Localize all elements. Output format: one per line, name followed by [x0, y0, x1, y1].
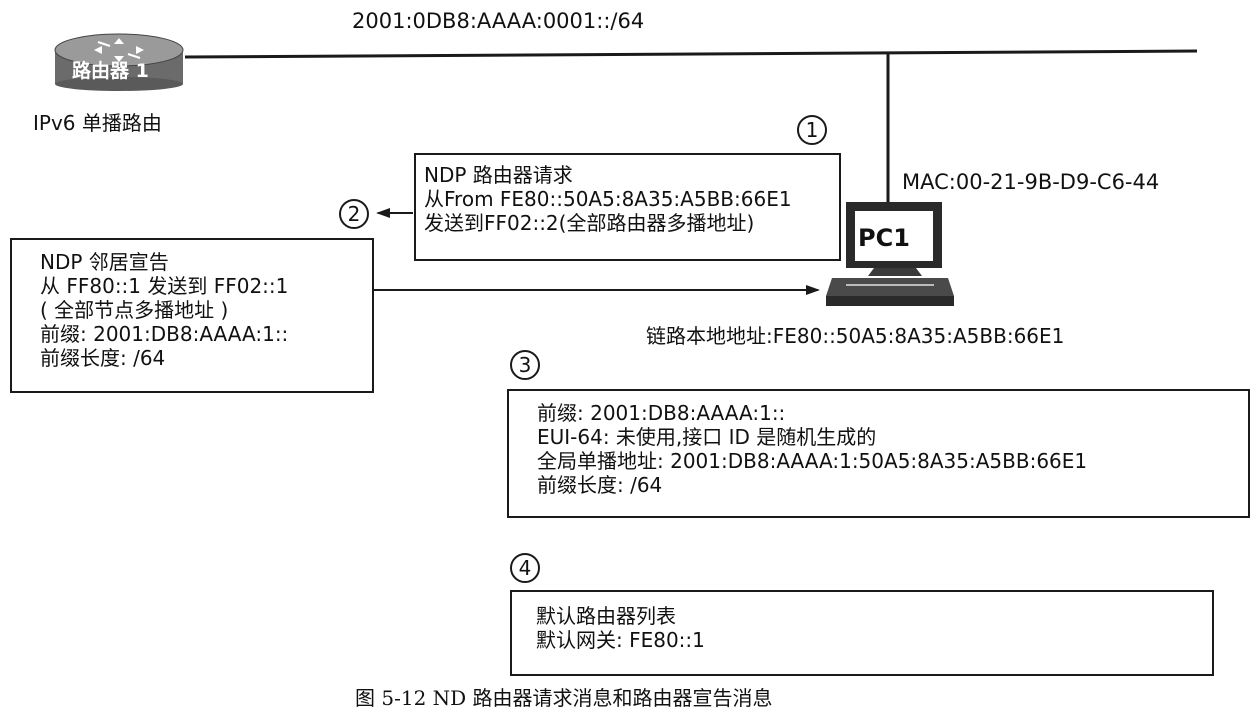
address-generation-box: 前缀: 2001:DB8:AAAA:1:: EUI-64: 未使用,接口 ID … — [507, 389, 1250, 518]
network-prefix-label: 2001:0DB8:AAAA:0001::/64 — [352, 9, 645, 33]
pc-icon[interactable]: PC1 — [826, 200, 956, 310]
global-unicast-address: 全局单播地址: 2001:DB8:AAAA:1:50A5:8A35:A5BB:6… — [537, 449, 1088, 473]
router-icon[interactable]: 路由器 1 — [50, 28, 190, 92]
eui64-note: EUI-64: 未使用,接口 ID 是随机生成的 — [537, 425, 877, 449]
solicitation-source: 从From FE80::50A5:8A35:A5BB:66E1 — [424, 187, 792, 211]
step-3-number: 3 — [510, 350, 540, 380]
solicitation-destination: 发送到FF02::2(全部路由器多播地址) — [424, 211, 755, 235]
router-arrows-icon — [94, 38, 144, 62]
pc-name: PC1 — [858, 224, 910, 252]
default-gateway: 默认网关: FE80::1 — [536, 628, 705, 652]
figure-caption: 图 5-12 ND 路由器请求消息和路由器宣告消息 — [355, 686, 773, 710]
pc-graphic — [826, 202, 954, 306]
generated-prefix: 前缀: 2001:DB8:AAAA:1:: — [537, 401, 786, 425]
router-solicitation-box: NDP 路由器请求 从From FE80::50A5:8A35:A5BB:66E… — [414, 153, 841, 261]
router-name: 路由器 1 — [72, 60, 149, 82]
advertisement-route: 从 FF80::1 发送到 FF02::1 — [40, 274, 289, 298]
advertisement-title: NDP 邻居宣告 — [40, 250, 169, 274]
advertisement-prefix: 前缀: 2001:DB8:AAAA:1:: — [40, 322, 289, 346]
router-graphic — [54, 33, 184, 91]
step-2-number: 2 — [339, 199, 369, 229]
default-router-list-box: 默认路由器列表 默认网关: FE80::1 — [510, 590, 1214, 676]
neighbor-advertisement-box: NDP 邻居宣告 从 FF80::1 发送到 FF02::1 ( 全部节点多播地… — [10, 238, 374, 393]
router-role-label: IPv6 单播路由 — [33, 111, 162, 135]
advertisement-prefix-length: 前缀长度: /64 — [40, 346, 166, 370]
solicitation-title: NDP 路由器请求 — [424, 163, 573, 187]
pc-mac-label: MAC:00-21-9B-D9-C6-44 — [902, 170, 1160, 194]
advertisement-scope: ( 全部节点多播地址 ) — [40, 298, 229, 322]
default-router-list-title: 默认路由器列表 — [536, 604, 676, 628]
generated-prefix-length: 前缀长度: /64 — [537, 473, 663, 497]
step-4-number: 4 — [510, 553, 540, 583]
step-1-number: 1 — [797, 115, 827, 145]
pc-link-local-label: 链路本地地址:FE80::50A5:8A35:A5BB:66E1 — [646, 324, 1065, 348]
network-segment-line — [184, 49, 1198, 59]
